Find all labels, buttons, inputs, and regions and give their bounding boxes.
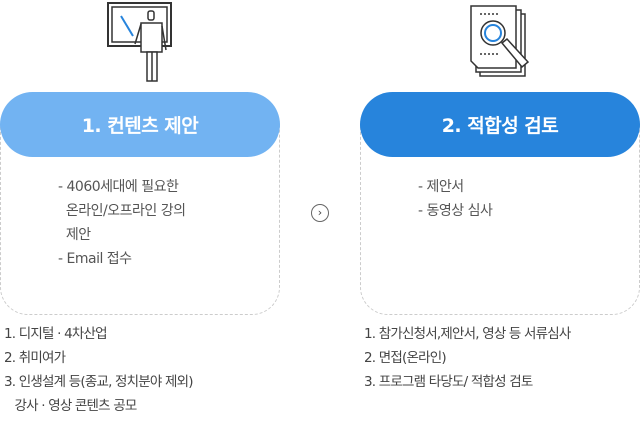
list-item: - Email 접수 [58, 251, 132, 267]
note-item: 3. 프로그램 타당도/ 적합성 검토 [364, 374, 533, 390]
step2-title: 2. 적합성 검토 [360, 92, 640, 157]
note-item: 3. 인생설계 등(종교, 정치분야 제외) [4, 374, 194, 390]
step1-items: - 4060세대에 필요한 온라인/오프라인 강의 제안 - Email 접수 [58, 175, 298, 271]
step1-title: 1. 컨텐츠 제안 [0, 92, 280, 157]
note-item: 2. 면접(온라인) [364, 350, 447, 366]
list-item: - 동영상 심사 [418, 203, 493, 219]
note-item: 2. 취미여가 [4, 350, 66, 366]
step1-box [0, 124, 280, 315]
step1-notes: 1. 디지털 · 4차산업 2. 취미여가 3. 인생설계 등(종교, 정치분야 제… [4, 322, 352, 418]
step2-items: - 제안서 - 동영상 심사 [418, 175, 640, 223]
next-arrow-icon: › [311, 204, 329, 222]
note-item: 1. 디지털 · 4차산업 [4, 326, 108, 342]
list-item: - 제안서 [418, 179, 464, 195]
document-search-icon [470, 5, 530, 77]
note-item: 강사 · 영상 콘텐츠 공모 [4, 398, 137, 414]
note-item: 1. 참가신청서,제안서, 영상 등 서류심사 [364, 326, 571, 342]
list-item: 온라인/오프라인 강의 [58, 203, 186, 219]
list-item: 제안 [58, 227, 91, 243]
list-item: - 4060세대에 필요한 [58, 179, 179, 195]
presenter-board-icon [107, 2, 172, 82]
step2-notes: 1. 참가신청서,제안서, 영상 등 서류심사 2. 면접(온라인) 3. 프로그램… [364, 322, 640, 394]
